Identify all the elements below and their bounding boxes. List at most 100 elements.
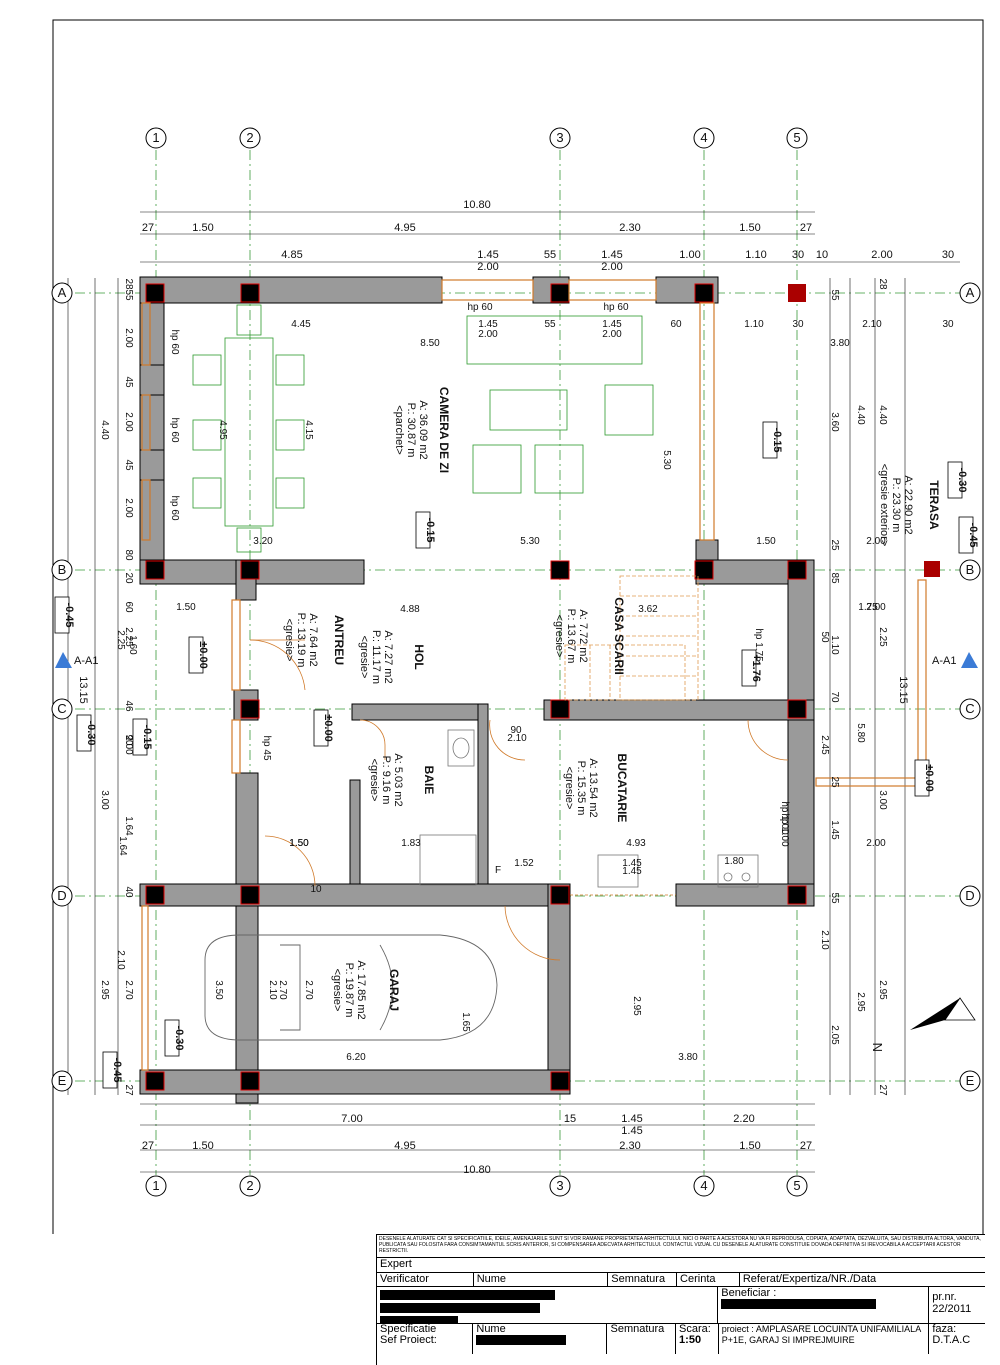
axis-bubble-bottom-1 — [145, 1175, 167, 1197]
interior-dim: 3.80 — [830, 338, 850, 349]
dim-label: 10.80 — [463, 1164, 491, 1176]
dim-label: 1.10 — [745, 249, 766, 261]
interior-dim: 1.45 — [622, 866, 642, 877]
dim-label: 4.40 — [99, 420, 110, 440]
level-box — [132, 718, 148, 756]
dim-label: 4.40 — [855, 405, 866, 425]
proiect-cell: proiect : AMPLASARE LOCUINTA UNIFAMILIAL… — [719, 1324, 930, 1354]
interior-dim: 5.30 — [661, 450, 672, 470]
room-floor: <gresie> — [283, 619, 295, 662]
interior-dim: 3.50 — [213, 980, 224, 1000]
dim-label: 2.05 — [829, 1025, 840, 1045]
dim-label: 46 — [123, 700, 134, 712]
axis-bubble-bottom-4-label: 4 — [700, 1178, 707, 1193]
dim-label: 27 — [142, 1140, 154, 1152]
axis-bubble-bottom-3-label: 3 — [556, 1178, 563, 1193]
room-perimeter: P.: 13.67 m — [565, 609, 577, 664]
referat-label: Referat/Expertiza/NR./Data — [742, 1273, 877, 1285]
axis-bubble-right-E-label: E — [966, 1073, 975, 1088]
copyright-notice: DESENELE ALATURATE CAT SI SPECIFICATIILE… — [377, 1235, 985, 1258]
faza-label: faza: — [932, 1324, 957, 1335]
room-area: A: 13.54 m2 — [587, 758, 599, 817]
dim-label: 13.15 — [897, 676, 909, 704]
interior-dim: 1.65 — [460, 1012, 471, 1032]
dim-label: 1.50 — [192, 222, 213, 234]
interior-dim: 1.50 — [289, 838, 309, 849]
nume-label: Nume — [474, 1273, 609, 1286]
dim-label: 1.45 — [829, 820, 840, 840]
interior-dim: 5.30 — [520, 536, 540, 547]
room-perimeter: P.: 13.19 m — [295, 613, 307, 668]
dim-label: 1.45 — [621, 1113, 642, 1125]
proiect-label-2: P+1E, GARAJ SI IMPREJMUIRE — [721, 1335, 855, 1345]
north-label: N — [870, 1043, 885, 1052]
dim-label: 5.80 — [855, 723, 866, 743]
dim-label: 20 — [123, 572, 134, 584]
axis-bubble-top-3 — [549, 127, 571, 149]
interior-dim: 2.10 — [267, 980, 278, 1000]
dim-label: 2.10 — [115, 950, 126, 970]
axis-bubble-bottom-4 — [693, 1175, 715, 1197]
axis-bubble-right-D-label: D — [965, 888, 974, 903]
scara-label: Scara: — [679, 1324, 711, 1335]
room-perimeter: P.: 19.87 m — [343, 963, 355, 1018]
prnr-value: 22/2011 — [932, 1303, 972, 1315]
interior-dim: hp 60 — [169, 495, 180, 520]
interior-dim: 30 — [792, 319, 804, 330]
axis-bubble-bottom-1-label: 1 — [152, 1178, 159, 1193]
room-name: ANTREU — [332, 615, 346, 665]
room-floor: <gresie> — [368, 759, 380, 802]
interior-dim: 2.00 — [478, 329, 498, 340]
dim-label: 25 — [829, 539, 840, 551]
faza-cell: faza:D.T.A.C — [929, 1324, 985, 1354]
level-box — [958, 516, 974, 554]
interior-dim: 1.50 — [289, 838, 309, 849]
dim-label: 2.10 — [819, 930, 830, 950]
specificatie-label: Specificatie — [380, 1324, 437, 1335]
axis-bubble-top-1 — [145, 127, 167, 149]
dim-label: 1.50 — [739, 222, 760, 234]
dim-label: 4.40 — [877, 405, 888, 425]
dim-label: 2.00 — [123, 498, 134, 518]
interior-dim: hp 1.00 — [779, 801, 790, 835]
dim-label: 1.60 — [127, 635, 138, 655]
dim-label: 2.00 — [601, 261, 622, 273]
dim-label: 3.60 — [829, 412, 840, 432]
axis-bubble-left-C — [51, 698, 73, 720]
dim-label: 3.00 — [99, 790, 110, 810]
dim-label: 1.10 — [829, 635, 840, 655]
title-block: DESENELE ALATURATE CAT SI SPECIFICATIILE… — [376, 1234, 985, 1365]
axis-bubble-right-B — [959, 559, 981, 581]
room-floor: <parchet> — [393, 405, 405, 455]
dim-label: 1.50 — [192, 1140, 213, 1152]
axis-bubble-top-5 — [786, 127, 808, 149]
dim-label: 50 — [819, 631, 830, 643]
interior-dim: 2.95 — [631, 996, 642, 1016]
dim-label: 2.00 — [477, 261, 498, 273]
interior-dim: 6.20 — [346, 1052, 366, 1063]
room-name: CAMERA DE ZI — [437, 387, 451, 473]
interior-dim: 2.10 — [862, 319, 882, 330]
dim-label: 1.45 — [601, 249, 622, 261]
level-value: -0.30 — [173, 1025, 185, 1050]
level-value: -0.45 — [111, 1057, 123, 1082]
walls — [139, 276, 815, 1104]
windows — [141, 279, 927, 1071]
level-value: ±0.00 — [322, 714, 334, 741]
dim-label: 27 — [142, 222, 154, 234]
interior-dim: 3.62 — [638, 604, 658, 615]
dim-label: 10 — [816, 249, 828, 261]
dim-label: 90 — [123, 734, 134, 746]
dim-label: 2.25 — [115, 630, 126, 650]
dim-label: 55 — [123, 289, 134, 301]
dim-label: 13.15 — [77, 676, 89, 704]
doors — [249, 639, 789, 961]
interior-dim: 2.00 — [866, 536, 886, 547]
dim-label: 2.95 — [855, 992, 866, 1012]
interior-dim: hp 1.00 — [779, 813, 790, 847]
level-value: -0.15 — [424, 517, 436, 542]
